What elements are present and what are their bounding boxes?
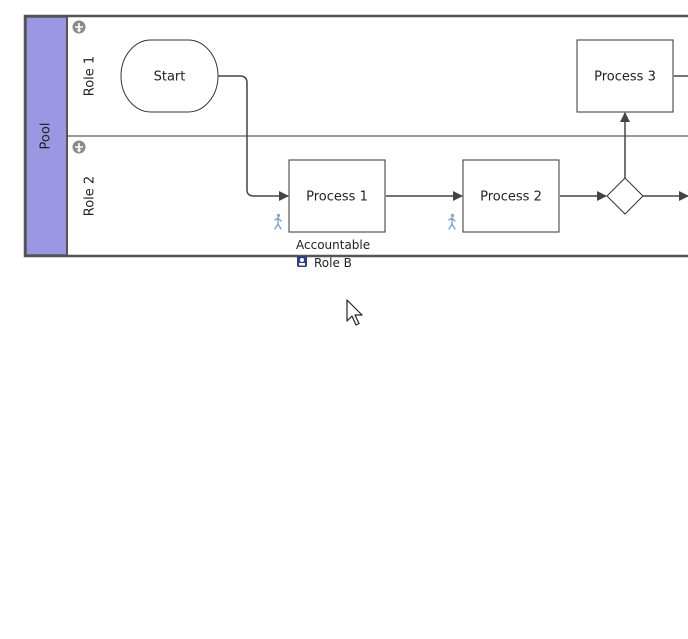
process-2-label: Process 2 [480, 190, 542, 205]
start-terminator[interactable] [120, 39, 219, 113]
add-circle-icon[interactable] [72, 140, 86, 154]
connector-start-to-process-1[interactable] [218, 75, 289, 201]
process-2-shape[interactable]: Process 2 [462, 159, 560, 233]
person-walking-icon[interactable] [274, 213, 282, 230]
start-label: Start [154, 70, 186, 85]
lane-label-role-2: Role 2 [83, 176, 98, 216]
pool-label: Pool [39, 123, 54, 150]
accountable-annotation[interactable]: Accountable Role B [296, 238, 370, 270]
person-walking-icon[interactable] [448, 213, 456, 230]
accountable-label: Accountable [296, 238, 370, 252]
process-1-label: Process 1 [306, 190, 368, 205]
add-circle-icon[interactable] [72, 20, 86, 34]
start-shape[interactable]: Start [120, 39, 219, 113]
lane-label-role-1: Role 1 [83, 56, 98, 96]
pool-header[interactable] [25, 16, 68, 256]
lane-role-2[interactable]: Role 2 [72, 140, 98, 217]
connectors [218, 75, 688, 201]
process-3-label: Process 3 [594, 70, 656, 85]
role-badge-icon [297, 256, 307, 267]
decision-gateway[interactable] [606, 177, 644, 215]
process-3-box[interactable] [576, 39, 674, 113]
lane-role-1[interactable]: Role 1 [72, 20, 98, 97]
process-3-shape[interactable]: Process 3 [576, 39, 674, 113]
role-b-label: Role B [314, 256, 352, 270]
process-1-shape[interactable]: Process 1 [288, 159, 386, 233]
mouse-pointer-icon [346, 299, 363, 326]
process-1-box[interactable] [288, 159, 386, 233]
process-2-box[interactable] [462, 159, 560, 233]
